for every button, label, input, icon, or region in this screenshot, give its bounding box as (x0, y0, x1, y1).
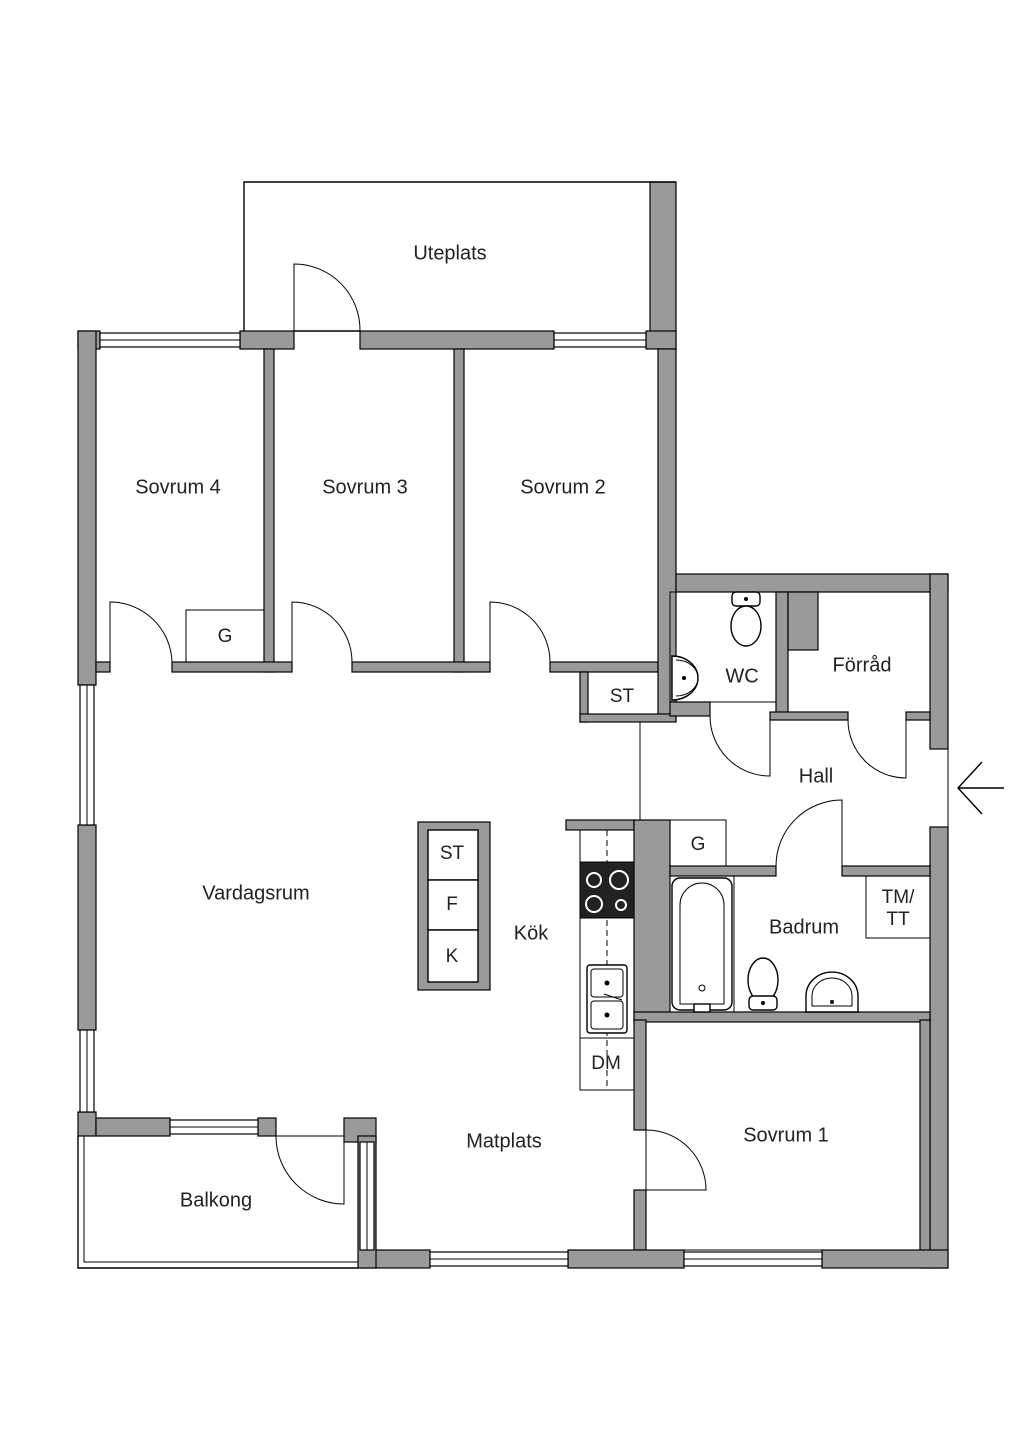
entrance-arrow-icon (957, 761, 1004, 815)
room-label-sovrum-4: Sovrum 4 (135, 476, 221, 498)
room-label-forrad: Förråd (833, 654, 892, 676)
room-label-wc: WC (725, 665, 758, 687)
fixtures (579, 591, 1004, 1034)
fixture-label-st-island: ST (440, 843, 465, 864)
bath-toilet-icon (747, 957, 779, 1011)
fixture-label-g-sovrum4: G (218, 626, 233, 647)
toilet-icon (730, 591, 762, 647)
room-label-kok: Kök (514, 922, 549, 944)
fixture-label-dm: DM (591, 1053, 621, 1074)
fixture-labels: G ST ST F K G TM/ TT DM (218, 626, 915, 1074)
fixture-label-g-badrum: G (691, 834, 706, 855)
wc-washbasin-icon (671, 655, 699, 701)
room-label-matplats: Matplats (466, 1130, 542, 1152)
fixture-label-tt: TT (886, 909, 910, 930)
room-label-vardagsrum: Vardagsrum (202, 882, 309, 904)
room-label-uteplats: Uteplats (413, 242, 486, 264)
room-label-balkong: Balkong (180, 1189, 252, 1211)
fixture-label-f-island: F (446, 894, 458, 915)
room-label-sovrum-2: Sovrum 2 (520, 476, 606, 498)
fixture-label-tm: TM/ (882, 887, 915, 908)
room-label-hall: Hall (799, 765, 833, 787)
room-label-sovrum-3: Sovrum 3 (322, 476, 408, 498)
bath-washbasin-icon (805, 971, 859, 1013)
room-label-sovrum-1: Sovrum 1 (743, 1124, 829, 1146)
room-labels: Uteplats Sovrum 4 Sovrum 3 Sovrum 2 WC F… (135, 242, 891, 1211)
fixture-label-k-island: K (446, 946, 459, 967)
bathtub-icon (671, 877, 733, 1013)
doors (109, 263, 907, 1205)
kitchen-sink-icon (586, 964, 628, 1034)
fixture-label-st-hall: ST (610, 686, 635, 707)
room-label-badrum: Badrum (769, 916, 839, 938)
windows (79, 332, 823, 1267)
